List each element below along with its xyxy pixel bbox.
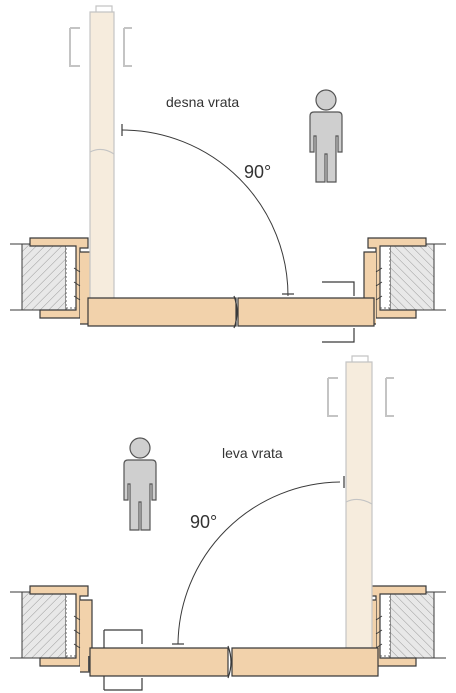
closed-door-leaf-right xyxy=(237,297,375,327)
swing-arc xyxy=(121,129,289,297)
closed-door-leaf-right xyxy=(231,647,379,677)
diagram-right-door: desna vrata 90° xyxy=(9,5,447,343)
angle-label: 90° xyxy=(190,512,217,532)
diagram-left-door: leva vrata 90° xyxy=(9,355,447,691)
swing-arc xyxy=(177,481,341,645)
door-type-label: desna vrata xyxy=(166,94,239,110)
person-icon xyxy=(123,437,157,531)
left-wall-frame xyxy=(9,585,97,673)
open-door-leaf xyxy=(89,11,115,301)
ghost-frame-top xyxy=(327,377,394,417)
left-wall-frame xyxy=(9,237,97,325)
ghost-frame-top xyxy=(69,27,132,67)
closed-door-leaf-left xyxy=(89,647,229,677)
handle-bracket xyxy=(322,281,355,343)
angle-label: 90° xyxy=(244,162,271,182)
person-icon xyxy=(309,89,343,183)
closed-door-leaf-left xyxy=(87,297,237,327)
open-door-leaf xyxy=(345,361,373,649)
door-type-label: leva vrata xyxy=(222,445,283,461)
